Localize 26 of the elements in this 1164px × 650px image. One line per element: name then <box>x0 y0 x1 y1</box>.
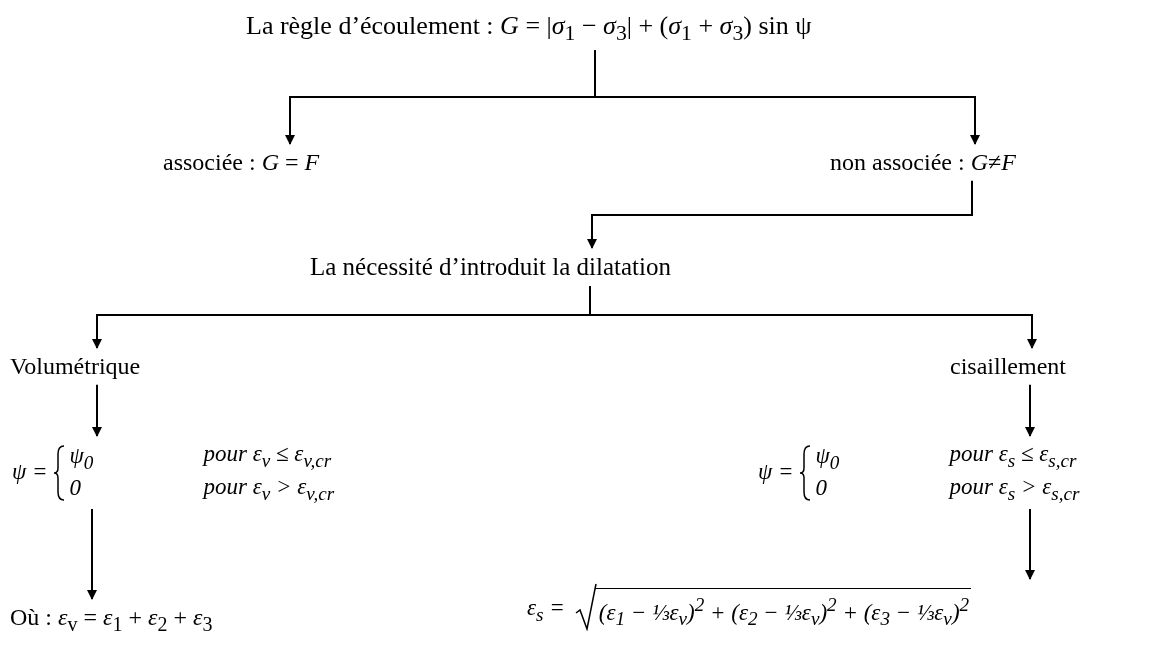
formula-text: (ε$_{1}$ − ⅓ε$_{v}$)$^{2}$ + (ε$_{2}$ − ⅓ε$_{v}$)$^{2}$ + (ε$_{3}$ − ⅓ε$_{v}$)$^{2}$ <box>594 587 972 631</box>
node-label: non associée : G≠F <box>830 148 1016 177</box>
arrow <box>589 285 1037 349</box>
formula-text: ψ$_{0}$ <box>69 441 94 475</box>
arrow <box>92 383 102 437</box>
node-label: La règle d’écoulement : G = |σ$_{1}$ − σ$_{3}$| + (σ$_{1}$ + σ$_{3}$) sin ψ <box>246 10 812 47</box>
arrow <box>87 508 97 600</box>
formula-text: 0 <box>815 474 829 503</box>
node-label: cisaillement <box>950 352 1066 381</box>
formula-text: ψ = <box>12 458 48 487</box>
formula-text: 0 <box>69 474 83 503</box>
arrow <box>1025 508 1035 580</box>
formula-text: pour ε$_{s}$ ≤ ε$_{s,cr}$ <box>949 440 1078 473</box>
formula-text: ψ = <box>758 458 794 487</box>
arrow <box>594 49 980 145</box>
formula-text: pour ε$_{v}$ > ε$_{v,cr}$ <box>203 472 335 506</box>
formula-text: ψ$_{0}$ <box>815 441 840 475</box>
arrow <box>587 179 973 249</box>
node-label: Volumétrique <box>10 352 141 381</box>
arrow <box>1025 383 1035 437</box>
node-label: La nécessité d’introduit la dilatation <box>310 252 671 282</box>
formula-text: pour ε$_{s}$ > ε$_{s,cr}$ <box>949 472 1080 506</box>
node-label: associée : G = F <box>163 148 320 177</box>
formula-text: ε$_{s}$ = <box>527 594 565 627</box>
node-label: Où : ε$_{v}$ = ε$_{1}$ + ε$_{2}$ + ε$_{3}$ <box>10 603 213 636</box>
formula-text: pour ε$_{v}$ ≤ ε$_{v,cr}$ <box>203 440 333 473</box>
